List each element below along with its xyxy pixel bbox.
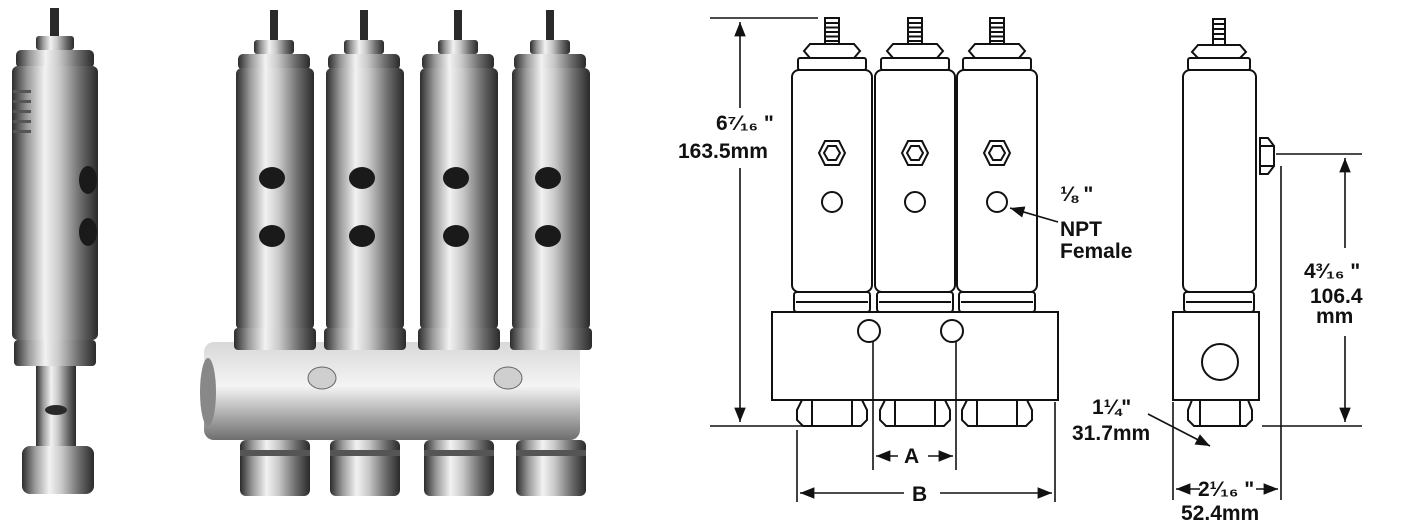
front-height-dimension (710, 17, 818, 427)
dimension-b-label: B (912, 483, 927, 506)
port-type-female: Female (1060, 240, 1132, 263)
npt-port (986, 191, 1008, 213)
single-injector-photo (12, 8, 98, 494)
port-size-label: ⅛ " (1060, 183, 1093, 206)
side-view-drawing (1172, 18, 1275, 427)
outlet-mm: 31.7mm (1072, 422, 1150, 445)
side-width-dimension (1172, 166, 1282, 500)
front-height-mm: 163.5mm (678, 140, 768, 163)
side-height-mm: 106.4 (1310, 285, 1363, 308)
hex-adjuster-icon (817, 140, 847, 166)
manifold-port (857, 319, 881, 343)
port-type-npt: NPT (1060, 218, 1102, 241)
dimension-a-label: A (904, 445, 919, 468)
manifold-valve (510, 10, 592, 496)
dimension-a (872, 342, 957, 470)
manifold-valve (418, 10, 500, 496)
manifold-end-cap (200, 358, 216, 426)
manifold-plug (493, 366, 523, 390)
manifold-port (940, 319, 964, 343)
front-valve (874, 17, 956, 427)
front-valve (956, 17, 1038, 427)
four-injector-manifold-photo (200, 10, 592, 496)
side-height-mm-unit: mm (1316, 305, 1353, 328)
manifold-valve (324, 10, 406, 496)
outlet-inches: 1¼" (1092, 396, 1131, 419)
outlet-dimension (1147, 413, 1211, 447)
npt-port (904, 191, 926, 213)
side-width-inches: 2¹⁄₁₆ " (1198, 478, 1254, 501)
manifold-valve (234, 10, 316, 496)
front-height-inches: 6⁷⁄₁₆ " (716, 112, 774, 135)
front-view-drawing (771, 17, 1059, 427)
port-leader (1009, 206, 1059, 223)
hex-adjuster-icon (982, 140, 1012, 166)
side-width-mm: 52.4mm (1181, 502, 1259, 525)
hex-adjuster-icon (900, 140, 930, 166)
front-manifold-block (771, 311, 1059, 401)
side-height-inches: 4³⁄₁₆ " (1304, 260, 1360, 283)
dimension-b (796, 402, 1056, 502)
manifold-bar (204, 342, 580, 440)
side-height-dimension (1262, 153, 1362, 427)
npt-port (821, 191, 843, 213)
manifold-plug (307, 366, 337, 390)
front-valve (791, 17, 873, 427)
